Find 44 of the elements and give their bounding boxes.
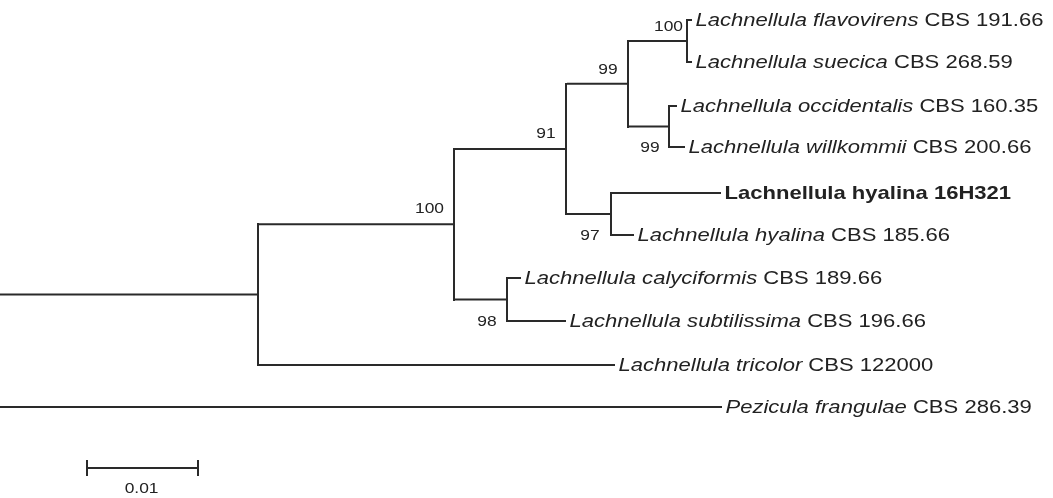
clade-node-line	[506, 277, 508, 322]
clade-node-line	[668, 105, 670, 148]
bootstrap-value: 98	[477, 313, 497, 329]
branch-line	[566, 82, 628, 85]
taxon-label: Lachnellula calyciformis CBS 189.66	[521, 267, 883, 289]
taxon-label: Lachnellula hyalina 16H321	[721, 182, 1012, 204]
clade-node-line	[610, 192, 612, 236]
branch-line	[258, 364, 616, 366]
branch-line	[669, 146, 686, 148]
clade-node-line	[686, 19, 688, 63]
bootstrap-value: 97	[580, 227, 600, 243]
bootstrap-value: 99	[598, 61, 618, 77]
taxon-label: Lachnellula flavovirens CBS 191.66	[692, 9, 1044, 31]
taxon-label: Lachnellula suecica CBS 268.59	[692, 51, 1013, 73]
branch-line	[454, 147, 566, 150]
taxon-label: Pezicula frangulae CBS 286.39	[722, 396, 1032, 418]
clade-node-line	[453, 147, 455, 301]
branch-line	[0, 406, 723, 408]
branch-line	[454, 298, 507, 301]
taxon-label: Lachnellula willkommii CBS 200.66	[685, 136, 1032, 158]
bootstrap-value: 99	[640, 139, 660, 155]
taxon-label: Lachnellula tricolor CBS 122000	[615, 354, 934, 376]
clade-node-line	[565, 82, 567, 215]
branch-line	[669, 105, 678, 107]
branch-line	[687, 61, 693, 63]
taxon-label: Lachnellula hyalina CBS 185.66	[634, 224, 950, 246]
branch-line	[628, 125, 669, 128]
clade-node-line	[257, 223, 259, 366]
branch-line	[0, 293, 258, 296]
branch-line	[507, 320, 567, 322]
branch-line	[628, 40, 687, 42]
branch-line	[566, 213, 611, 215]
taxon-label: Lachnellula occidentalis CBS 160.35	[677, 95, 1039, 117]
taxon-label: Lachnellula subtilissima CBS 196.66	[566, 310, 926, 332]
bootstrap-value: 100	[414, 200, 444, 216]
branch-line	[687, 19, 693, 21]
bootstrap-value: 91	[536, 125, 556, 141]
clade-node-line	[627, 40, 629, 128]
branch-line	[258, 223, 454, 226]
branch-line	[611, 234, 635, 236]
scale-label: 0.01	[124, 480, 159, 496]
bootstrap-value: 100	[653, 18, 683, 34]
branch-line	[611, 192, 722, 194]
branch-line	[507, 277, 522, 279]
